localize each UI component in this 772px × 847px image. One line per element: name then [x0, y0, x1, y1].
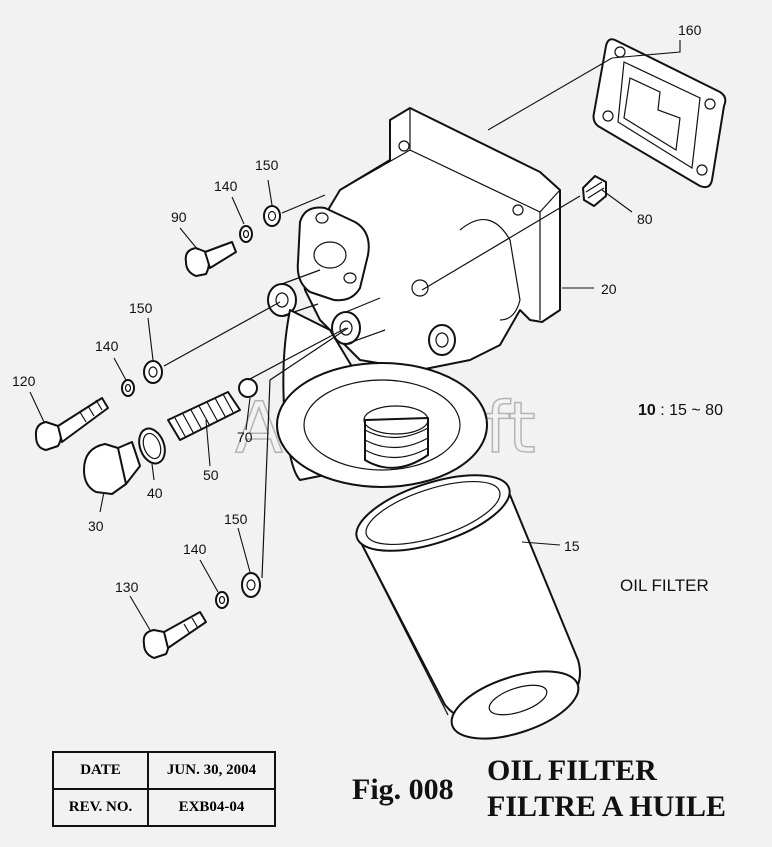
callout-120: 120 — [12, 373, 36, 389]
callout-80: 80 — [637, 211, 653, 227]
torque-ratio-note: 10 : 15 ~ 80 — [638, 402, 723, 420]
callout-130: 130 — [115, 579, 139, 595]
gasket-part-160 — [592, 38, 727, 189]
plug-part-30 — [83, 441, 141, 495]
table-row: REV. NO. EXB04-04 — [52, 788, 276, 827]
bolt-part-90 — [184, 241, 237, 277]
ratio-range: : 15 ~ 80 — [660, 402, 723, 419]
callout-150-top: 150 — [255, 157, 279, 173]
callout-160: 160 — [678, 22, 702, 38]
washer-part-150-top — [263, 205, 281, 227]
housing-part-20 — [267, 107, 561, 488]
spring-part-50 — [167, 391, 241, 441]
o-ring-part-40 — [138, 427, 166, 465]
callout-50: 50 — [203, 467, 219, 483]
bolt-part-120 — [34, 397, 109, 451]
plug-part-80 — [582, 175, 607, 207]
washer-part-150-middle — [143, 360, 163, 384]
callout-140-top: 140 — [214, 178, 238, 194]
date-label: DATE — [52, 751, 149, 790]
callout-labels: 160 150 140 90 80 20 150 140 120 70 40 5… — [12, 22, 702, 595]
callout-140-middle: 140 — [95, 338, 119, 354]
figure-title-french: FILTRE A HUILE — [487, 790, 726, 823]
alignment-lines — [163, 194, 581, 579]
rev-label: REV. NO. — [52, 788, 149, 827]
figure-title-english: OIL FILTER — [487, 754, 657, 787]
callout-150-middle: 150 — [129, 300, 153, 316]
callout-90: 90 — [171, 209, 187, 225]
washer-part-140-bottom — [215, 591, 229, 609]
callout-150-bottom: 150 — [224, 511, 248, 527]
washer-part-140-top — [239, 225, 253, 243]
filter-element-part-15 — [355, 474, 581, 740]
callout-70: 70 — [237, 429, 253, 445]
callout-20: 20 — [601, 281, 617, 297]
ball-part-70 — [238, 378, 258, 398]
bolt-part-130 — [142, 611, 207, 659]
washer-part-150-bottom — [241, 572, 261, 598]
callout-15: 15 — [564, 538, 580, 554]
date-value: JUN. 30, 2004 — [147, 751, 276, 790]
callout-30: 30 — [88, 518, 104, 534]
revision-table: DATE JUN. 30, 2004 REV. NO. EXB04-04 — [52, 751, 276, 827]
figure-number: Fig. 008 — [352, 773, 454, 806]
callout-140-bottom: 140 — [183, 541, 207, 557]
callout-40: 40 — [147, 485, 163, 501]
rev-value: EXB04-04 — [147, 788, 276, 827]
leader-lines — [29, 40, 681, 631]
washer-part-140-middle — [121, 379, 135, 397]
oil-filter-label: OIL FILTER — [620, 576, 709, 595]
table-row: DATE JUN. 30, 2004 — [52, 751, 276, 790]
ratio-prefix: 10 — [638, 402, 656, 419]
